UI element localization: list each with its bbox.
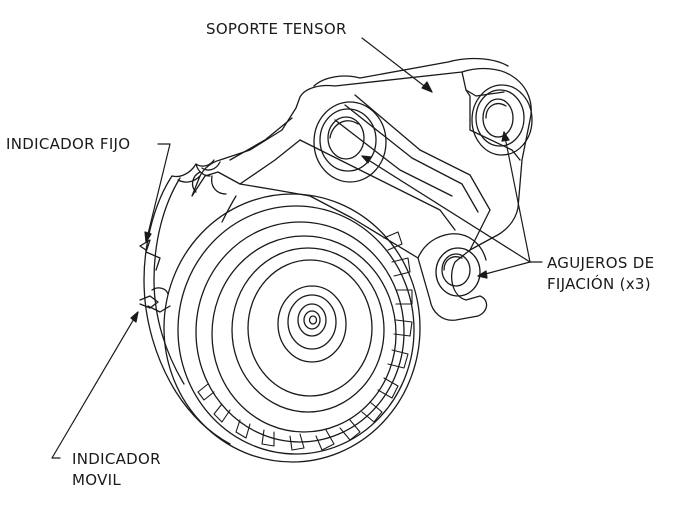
hole-bottom (435, 247, 481, 297)
hole-top-right (471, 84, 533, 156)
label-agujeros-de-fijacion: AGUJEROS DE FIJACIÓN (x3) (547, 253, 654, 295)
pulley-ribs (197, 231, 413, 451)
label-agujeros-line2: FIJACIÓN (x3) (547, 275, 651, 293)
leader-indicador-movil (51, 311, 139, 459)
pulley (139, 161, 421, 463)
label-indicador-fijo: INDICADOR FIJO (6, 135, 131, 153)
leader-agujeros (361, 131, 543, 279)
leader-indicador-fijo (144, 143, 171, 243)
label-agujeros-line1: AGUJEROS DE (547, 254, 655, 272)
label-movil-line2: MOVIL (72, 471, 122, 489)
label-soporte-tensor: SOPORTE TENSOR (206, 20, 347, 38)
label-movil-line1: INDICADOR (72, 450, 161, 468)
label-indicador-movil: INDICADOR MOVIL (72, 449, 161, 491)
hole-top-left (313, 101, 387, 183)
leader-soporte-tensor (361, 37, 433, 93)
